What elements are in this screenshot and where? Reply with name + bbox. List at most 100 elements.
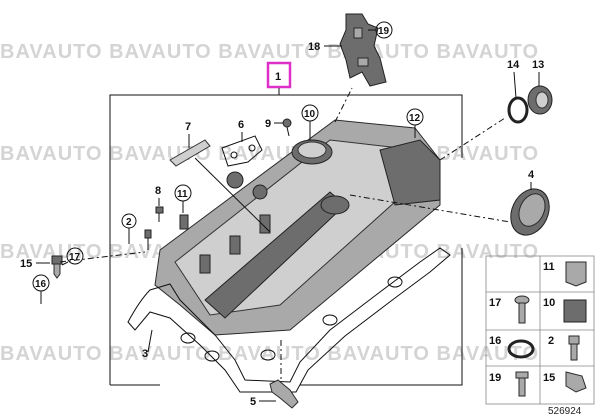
part-14-seal-ring[interactable] <box>507 96 529 124</box>
legend-item-17[interactable]: 17 <box>489 295 530 324</box>
part-15-screw[interactable] <box>51 255 63 279</box>
centerline-4 <box>349 194 511 223</box>
callout-8-label: 8 <box>155 185 161 197</box>
callout-1-highlight <box>266 61 292 89</box>
callout-14[interactable]: 14 <box>507 59 520 99</box>
clip-icon <box>565 261 587 287</box>
centerline-14 <box>439 117 506 161</box>
valve-cover-ventilation <box>379 139 441 206</box>
callout-6[interactable]: 6 <box>238 119 244 142</box>
part-18-tab <box>353 27 363 39</box>
valve-cover-boss <box>259 214 271 234</box>
callout-17[interactable]: 17 <box>61 247 84 266</box>
part-9-bolt[interactable] <box>282 118 292 137</box>
part-6-hole <box>230 151 238 159</box>
legend-item-11[interactable]: 11 <box>543 261 587 287</box>
callout-10-label: 10 <box>304 109 316 120</box>
part-5-shape <box>269 379 299 409</box>
callout-3[interactable]: 3 <box>142 329 153 360</box>
part-9-head <box>282 118 292 128</box>
gasket-ring <box>204 350 220 362</box>
legend-item-label: 17 <box>489 297 501 309</box>
gasket-ring <box>260 349 276 361</box>
part-15-body <box>53 263 61 279</box>
valve-cover-boss <box>229 235 241 255</box>
callout-14-label: 14 <box>507 59 520 71</box>
watermark-row: BAVAUTO BAVAUTO BAVAUTO BAVAUTO BAVAUTO <box>0 143 539 165</box>
callout-16[interactable]: 16 <box>32 274 50 304</box>
diagram-number: 526924 <box>548 406 582 417</box>
legend-item-2[interactable]: 2 <box>548 335 580 361</box>
gasket-3[interactable] <box>127 247 451 393</box>
centerline-15 <box>59 251 146 263</box>
callout-3-leader <box>147 329 153 353</box>
valve-cover-port <box>320 195 350 215</box>
o-ring-icon <box>507 339 535 359</box>
valve-cover-boss <box>199 254 211 274</box>
part-2-stud[interactable] <box>144 229 152 250</box>
callout-13[interactable]: 13 <box>532 59 544 86</box>
part-18-tab <box>357 57 369 67</box>
callout-2[interactable]: 2 <box>121 213 137 244</box>
callout-11-label: 11 <box>177 189 188 200</box>
part-6-gasket[interactable] <box>221 135 263 167</box>
legend-item-label: 2 <box>548 335 554 347</box>
callout-16-label: 16 <box>35 279 47 290</box>
callout-14-leader <box>513 71 517 99</box>
callout-18-label: 18 <box>308 41 320 53</box>
stud-shank-icon <box>570 343 578 361</box>
callout-3-label: 3 <box>142 348 148 360</box>
callout-4-label: 4 <box>528 169 535 181</box>
legend-item-label: 11 <box>543 261 555 273</box>
valve-cover-boss <box>179 214 189 230</box>
assembly-frame <box>109 94 463 385</box>
part-14-shape <box>507 96 529 124</box>
callout-12[interactable]: 12 <box>406 108 424 138</box>
centerline-18 <box>334 87 353 123</box>
grommet-icon <box>563 299 587 323</box>
callout-18[interactable]: 18 <box>308 41 342 53</box>
callout-15[interactable]: 15 <box>20 258 50 270</box>
callout-19[interactable]: 19 <box>368 21 393 39</box>
legend-item-label: 10 <box>543 297 555 309</box>
part-7-shape <box>169 139 211 167</box>
part-6-hole <box>248 144 256 152</box>
callout-9-label: 9 <box>265 118 271 130</box>
callout-7-leader-long <box>194 157 271 233</box>
part-7-strip[interactable] <box>169 139 211 167</box>
part-5-bracket[interactable] <box>269 379 299 409</box>
callout-5[interactable]: 5 <box>250 396 276 408</box>
callout-9[interactable]: 9 <box>265 118 283 130</box>
callout-13-label: 13 <box>532 59 544 71</box>
stud-head-icon <box>568 335 580 345</box>
screw-head-icon <box>515 371 529 379</box>
callout-1[interactable]: 1 <box>266 61 292 95</box>
valve-cover[interactable] <box>154 119 441 336</box>
valve-cover-dome <box>226 171 244 189</box>
legend-item-19[interactable]: 19 <box>489 371 529 397</box>
part-18-bracket[interactable] <box>339 13 387 87</box>
callout-10[interactable]: 10 <box>301 104 319 140</box>
legend-item-16[interactable]: 16 <box>489 335 535 359</box>
part-8-screw[interactable] <box>155 206 164 222</box>
part-4-oil-cap[interactable] <box>504 183 557 242</box>
connector-icon <box>565 371 587 393</box>
part-13-face <box>535 91 549 109</box>
callout-11[interactable]: 11 <box>174 184 192 213</box>
callout-8[interactable]: 8 <box>155 185 161 206</box>
oil-filler-opening <box>297 141 327 159</box>
legend-item-10[interactable]: 10 <box>543 297 587 323</box>
gasket-ring <box>322 314 338 326</box>
legend-grid: 11 17 10 16 2 19 <box>485 255 595 405</box>
callout-12-label: 12 <box>409 113 421 124</box>
callout-7[interactable]: 7 <box>185 121 271 233</box>
legend-item-15[interactable]: 15 <box>543 371 587 393</box>
callout-15-label: 15 <box>20 258 32 270</box>
part-8-head <box>155 206 164 214</box>
callout-17-label: 17 <box>69 252 81 263</box>
callout-4[interactable]: 4 <box>528 169 535 190</box>
callout-19-label: 19 <box>378 26 390 37</box>
part-13-sensor[interactable] <box>527 85 553 115</box>
assembly-frame-right <box>300 248 463 386</box>
